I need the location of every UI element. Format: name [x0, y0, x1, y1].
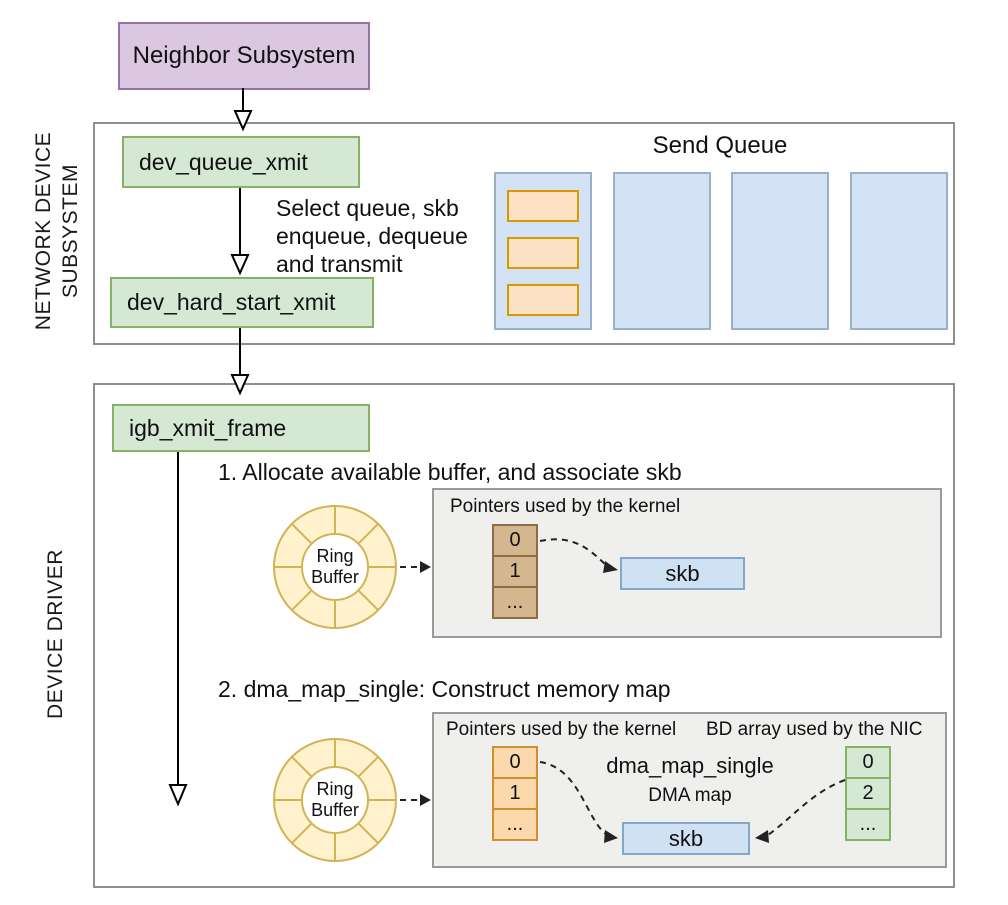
kernel2-cell-0: 0	[492, 746, 538, 779]
send-queue-4	[850, 172, 948, 330]
ring1-word1: Ring	[316, 546, 354, 567]
bd-array-nic: 0 2 ...	[845, 746, 891, 841]
network-section-label-line2: SUBSYSTEM	[59, 163, 82, 299]
ring-buffer-1: Ring Buffer	[270, 502, 400, 632]
ring-buffer-2: Ring Buffer	[270, 735, 400, 865]
igb-xmit-frame-label: igb_xmit_frame	[129, 414, 287, 441]
neighbor-subsystem-box: Neighbor Subsystem	[118, 22, 370, 90]
skb-box-1: skb	[620, 557, 745, 590]
ring-buffer-1-label: Ring Buffer	[270, 502, 400, 632]
driver-section-label: DEVICE DRIVER	[41, 534, 71, 734]
queued-skb-3	[507, 284, 579, 316]
ring-buffer-2-label: Ring Buffer	[270, 735, 400, 865]
dev-queue-xmit-box: dev_queue_xmit	[122, 136, 360, 188]
kernel1-cell-0: 0	[492, 524, 538, 557]
dev-queue-xmit-label: dev_queue_xmit	[139, 148, 308, 175]
skb1-label: skb	[665, 560, 700, 586]
panel1-title: Pointers used by the kernel	[450, 496, 681, 517]
skb2-label: skb	[668, 825, 704, 851]
ring-buffer-1-icon	[273, 505, 397, 629]
panel2-title-left: Pointers used by the kernel	[446, 719, 677, 740]
step2-title: 2. dma_map_single: Construct memory map	[218, 676, 671, 702]
ring2-word1: Ring	[316, 779, 354, 800]
bd-cell-more: ...	[845, 808, 891, 841]
igb-xmit-frame-box: igb_xmit_frame	[112, 404, 370, 452]
kernel1-cell-more: ...	[492, 586, 538, 619]
dev-hard-start-xmit-box: dev_hard_start_xmit	[110, 277, 374, 328]
skb-box-2: skb	[622, 822, 750, 855]
dev-hard-start-xmit-label: dev_hard_start_xmit	[127, 289, 336, 315]
panel2-title-right: BD array used by the NIC	[706, 719, 923, 740]
driver-section-label-text: DEVICE DRIVER	[44, 549, 68, 719]
ring2-word2: Buffer	[311, 800, 359, 820]
neighbor-subsystem-label: Neighbor Subsystem	[132, 42, 356, 69]
send-queue-3	[731, 172, 829, 330]
send-queue-2	[613, 172, 711, 330]
kernel2-cell-more: ...	[492, 808, 538, 841]
dma-map-caption: DMA map	[648, 785, 732, 806]
bd-cell-1: 2	[845, 777, 891, 810]
dma-map-single-label: dma_map_single	[606, 753, 774, 778]
ring1-word2: Buffer	[311, 567, 359, 587]
queued-skb-2	[507, 237, 579, 269]
queued-skb-1	[507, 190, 579, 222]
kernel2-cell-1: 1	[492, 777, 538, 810]
step1-title: 1. Allocate available buffer, and associ…	[218, 459, 682, 485]
send-queue-title: Send Queue	[652, 132, 788, 159]
kernel-pointer-array-1: 0 1 ...	[492, 524, 538, 619]
kernel-pointer-array-2: 0 1 ...	[492, 746, 538, 841]
network-section-label-line1: NETWORK DEVICE	[31, 131, 55, 331]
kernel1-cell-1: 1	[492, 555, 538, 588]
bd-cell-0: 0	[845, 746, 891, 779]
transmit-note: Select queue, skb enqueue, dequeue and t…	[276, 195, 468, 278]
ring-buffer-2-icon	[273, 738, 397, 862]
network-section-label: NETWORK DEVICE SUBSYSTEM	[29, 99, 85, 363]
